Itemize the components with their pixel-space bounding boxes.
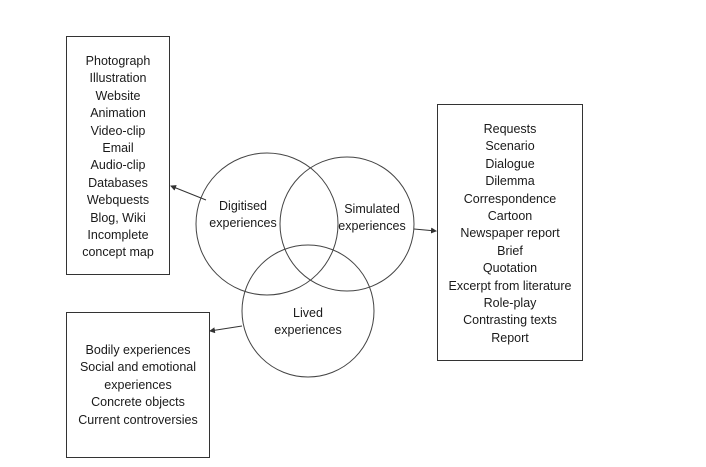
box-item: Social and emotional [79, 360, 197, 375]
label-lived: Lived experiences [274, 306, 342, 337]
label-digitised: Digitised experiences [209, 199, 277, 230]
box-item: Video-clip [90, 123, 146, 138]
box-item: Excerpt from literature [448, 278, 572, 293]
box-item: Audio-clip [90, 158, 146, 173]
box-item: concept map [82, 245, 154, 260]
circle-digitised [195, 152, 339, 296]
box-item: Scenario [485, 139, 535, 154]
box-item: Dialogue [485, 156, 535, 171]
box-item: experiences [104, 377, 172, 392]
box-item: Illustration [89, 71, 147, 86]
arrow-digitised [170, 185, 207, 201]
box-item: Photograph [85, 54, 151, 68]
box-item: Databases [88, 175, 148, 190]
box-item: Quotation [482, 261, 538, 276]
box-item: Correspondence [463, 191, 557, 206]
box-item: Newspaper report [460, 226, 560, 241]
box-item: Dilemma [485, 174, 535, 189]
arrow-simulated [413, 227, 437, 234]
circle-simulated [279, 156, 415, 292]
box-item: Bodily experiences [85, 343, 191, 357]
label-simulated: Simulated experiences [338, 202, 406, 233]
box-item: Contrasting texts [463, 313, 557, 328]
box-item: Report [491, 330, 529, 345]
box-item: Requests [483, 122, 537, 136]
box-item: Role-play [483, 296, 537, 311]
box-item: Current controversies [78, 412, 198, 427]
box-item: Blog, Wiki [90, 210, 146, 225]
box-item: Concrete objects [91, 395, 185, 410]
box-item: Animation [90, 106, 146, 121]
box-item: Webquests [86, 193, 150, 208]
box-item: Email [102, 141, 134, 156]
box-item: Brief [497, 243, 523, 258]
box-item: Cartoon [487, 209, 533, 224]
box-item: Incomplete [87, 228, 149, 243]
box-item: Website [95, 88, 141, 103]
arrow-lived [209, 325, 243, 334]
circle-lived [241, 244, 375, 378]
